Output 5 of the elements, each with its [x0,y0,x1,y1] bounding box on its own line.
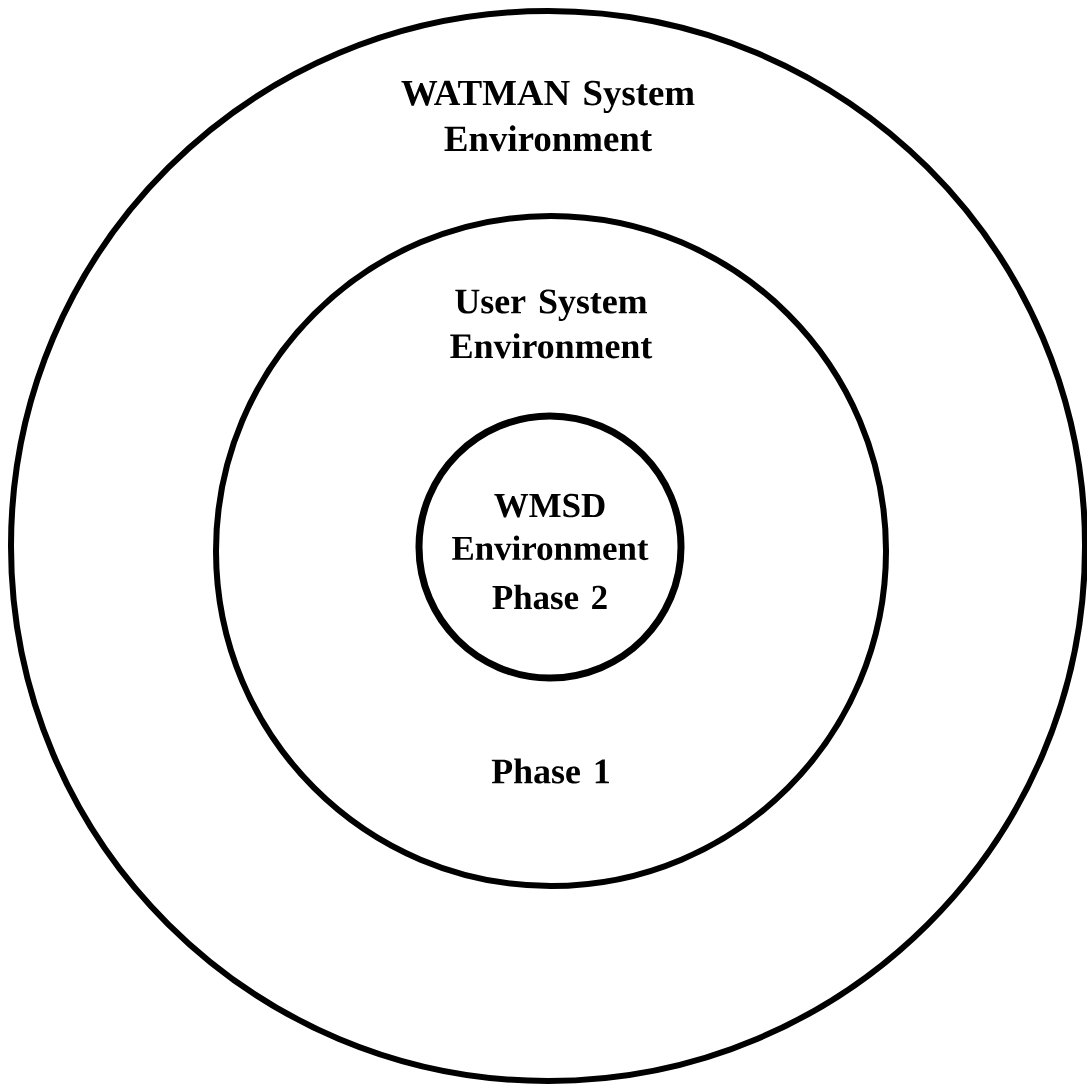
circle-label: Phase 1 [491,758,609,784]
circle-label: Phase 2 [492,584,607,610]
circle-label: User System Environment [450,289,653,359]
circle-label: WMSD Environment [452,493,649,561]
circle-label: WATMAN System Environment [401,80,695,152]
